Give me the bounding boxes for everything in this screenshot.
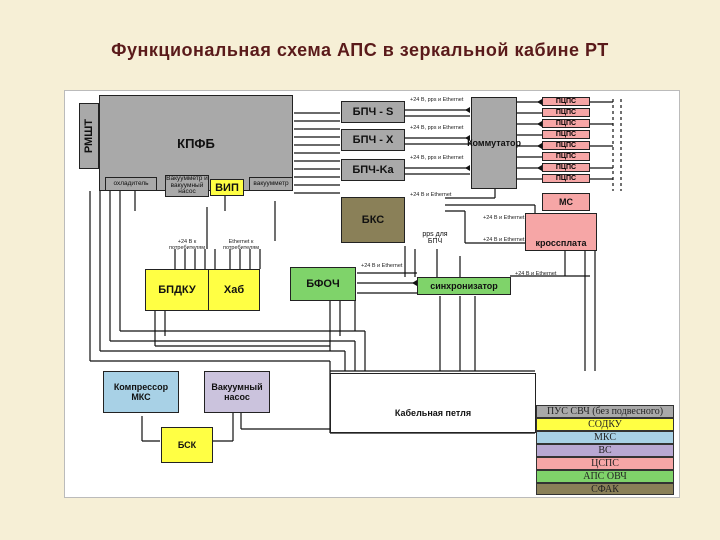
pups-2: ПЦПС: [542, 108, 590, 117]
potr-1-label: +24 В к потребителям: [168, 239, 206, 251]
bsk-label: БСК: [177, 440, 197, 450]
vip-block: ВИП: [210, 179, 244, 196]
pups-4: ПЦПС: [542, 130, 590, 139]
eth-kross1-label: +24 В и Ethernet: [483, 215, 525, 221]
bpch-x-block: БПЧ - X: [341, 129, 405, 151]
pups-1: ПЦПС: [542, 97, 590, 106]
bks-label: БКС: [361, 214, 385, 226]
kabelnaya-petlya-label: Кабельная петля: [394, 408, 472, 418]
vacuum-pump-label: Вакуумный насос: [211, 382, 263, 402]
bpch-s-label: БПЧ - S: [352, 106, 394, 118]
hab-label: Хаб: [223, 284, 245, 296]
pups-5: ПЦПС: [542, 141, 590, 150]
ms-label: МС: [559, 197, 573, 207]
bfoch-block: БФОЧ: [290, 267, 356, 301]
legend-item-7: СФАК: [536, 483, 674, 495]
ohladitel-block: охладитель: [105, 177, 157, 191]
kabelnaya-petlya-block: Кабельная петля: [330, 373, 536, 433]
kompressor-block: Компрессор МКС: [103, 371, 179, 413]
bpch-s-block: БПЧ - S: [341, 101, 405, 123]
bpdku-block: БПДКУ: [145, 269, 209, 311]
eth-bks-label: +24 В и Ethernet: [410, 192, 452, 198]
bfoch-label: БФОЧ: [306, 278, 340, 290]
legend-item-1: ПУС СВЧ (без подвесного): [536, 405, 674, 418]
pups-7: ПЦПС: [542, 163, 590, 172]
kommutator-label: Коммутатор: [467, 138, 521, 148]
bpch-ka-label: БПЧ-Ka: [352, 164, 394, 176]
kompressor-label: Компрессор МКС: [113, 382, 169, 402]
sinhronizator-label: синхронизатор: [430, 281, 498, 291]
eth-kross2-label: +24 В и Ethernet: [483, 237, 525, 243]
vacuum-pump-block: Вакуумный насос: [204, 371, 270, 413]
vacuum-gauge-label: Вакуумметр и вакуумный насос: [166, 174, 208, 196]
bpch-x-label: БПЧ - X: [352, 134, 394, 146]
ms-block: МС: [542, 193, 590, 211]
bpch-ka-block: БПЧ-Ka: [341, 159, 405, 181]
eth-s-label: +24 В, pps и Ethernet: [410, 97, 464, 103]
legend-item-2: СОДКУ: [536, 418, 674, 431]
vakuummetr-label: вакуумметр: [253, 179, 289, 187]
rmsht-label: РМШТ: [83, 118, 95, 154]
eth-x-label: +24 В, pps и Ethernet: [410, 125, 464, 131]
legend-item-4: ВС: [536, 444, 674, 457]
pups-3: ПЦПС: [542, 119, 590, 128]
krossplata-block: кроссплата: [525, 213, 597, 251]
vakuummetr-block: вакуумметр: [249, 177, 293, 191]
hab-block: Хаб: [208, 269, 260, 311]
krossplata-label: кроссплата: [535, 238, 587, 248]
vacuum-gauge-block: Вакуумметр и вакуумный насос: [165, 175, 209, 197]
slide-title: Функциональная схема АПС в зеркальной ка…: [111, 40, 609, 60]
rmsht-block: РМШТ: [79, 103, 99, 169]
eth-sync-label: +24 В и Ethernet: [515, 271, 557, 277]
kommutator-block: Коммутатор: [467, 97, 521, 189]
sinhronizator-block: синхронизатор: [417, 277, 511, 295]
bsk-block: БСК: [161, 427, 213, 463]
functional-diagram: РМШТ КПФБ охладитель Вакуумметр и вакуум…: [64, 90, 680, 498]
pups-6: ПЦПС: [542, 152, 590, 161]
bks-block: БКС: [341, 197, 405, 243]
bpdku-label: БПДКУ: [158, 284, 196, 296]
kpfb-label: КПФБ: [177, 135, 215, 151]
ohladitel-label: охладитель: [113, 179, 149, 187]
pps-bpch-label: pps для БПЧ: [422, 231, 448, 245]
eth-bfoch-label: +24 В и Ethernet: [361, 263, 403, 269]
pups-8: ПЦПС: [542, 174, 590, 183]
vip-label: ВИП: [215, 181, 239, 194]
eth-ka-label: +24 В, pps и Ethernet: [410, 155, 464, 161]
potr-2-label: Ethernet к потребителям: [222, 239, 260, 251]
legend-item-5: ЦСПС: [536, 457, 674, 470]
legend-item-6: АПС ОВЧ: [536, 470, 674, 483]
legend-item-3: МКС: [536, 431, 674, 444]
